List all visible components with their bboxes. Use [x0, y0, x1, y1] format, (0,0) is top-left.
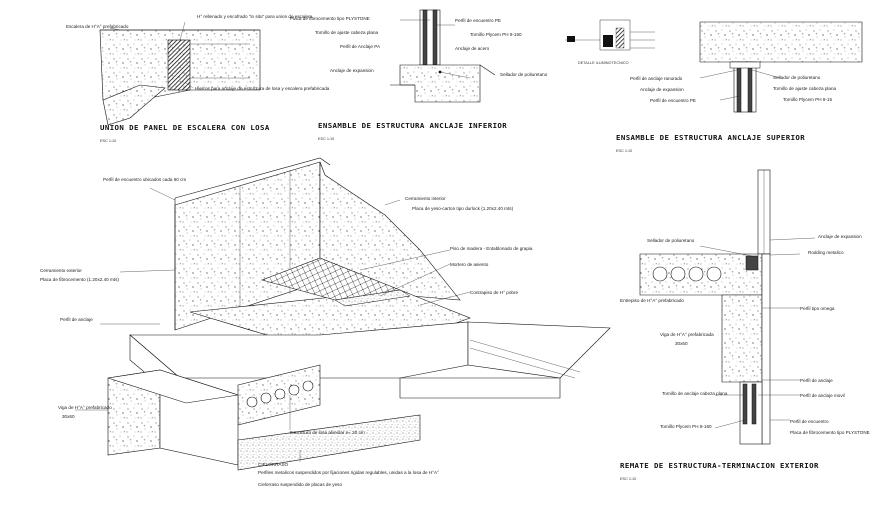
encounter-profile — [432, 9, 438, 66]
main-label-ext-panel: Placa de fibrocemento (1.20x2.40 mts) — [40, 277, 119, 282]
stair-label-2: H° rellenado y encofrado "in situ" para … — [197, 14, 313, 19]
main-label-beam: Viga de H°A° prefabricado — [58, 405, 112, 410]
lower-label-1: Placa de fibrocemento tipo PLYSTONE — [290, 16, 370, 21]
leader-line — [149, 187, 176, 201]
upper-label-6: Tornillo Plycem PH 8-15 — [783, 97, 832, 102]
lower-label-8: Sellador de poliuretano — [500, 72, 548, 77]
leader-line — [751, 69, 781, 79]
stair-slab-detail — [99, 21, 261, 126]
stair-detail-title: UNION DE PANEL DE ESCALERA CON LOSA — [100, 123, 270, 132]
axonometric-assembly — [75, 157, 611, 471]
omega-profile — [761, 253, 771, 445]
anchor-profile — [422, 9, 428, 66]
upper-label-2: Anclaje de expansion — [640, 87, 684, 92]
edge-label-beam: Viga de H°A° prefabricada — [660, 332, 714, 337]
edge-label-bolt: Tornillo de anclaje cabeza plana — [662, 391, 728, 396]
precast-beam-section — [721, 294, 763, 383]
suspended-ceiling — [237, 414, 421, 471]
edge-label-encounter: Perfil de encuentro — [790, 419, 829, 424]
upper-label-5: Tornillo de ajuste cabeza plana — [773, 86, 837, 91]
main-label-ext-wall: Cerramiento exterior — [40, 268, 82, 273]
lower-label-2: Tornillo de ajuste cabeza plana — [315, 30, 379, 35]
expansion-anchor — [745, 255, 759, 271]
leader-line — [379, 263, 451, 297]
beam-top — [107, 369, 239, 404]
floor-slab — [399, 64, 481, 103]
leader-line — [184, 81, 194, 89]
leader-line — [419, 291, 471, 306]
main-label-ceiling-profiles: Perfiles metalicos suspendidos por fijac… — [258, 470, 439, 475]
edge-detail-title: REMATE DE ESTRUCTURA-TERMINACION EXTERIO… — [620, 461, 819, 470]
main-label-anchor: Perfil de anclaje — [60, 317, 93, 322]
leader-line — [439, 71, 471, 79]
leader-line — [699, 245, 753, 257]
leader-line — [769, 237, 816, 241]
main-label-mortar: Mortero de asiento — [450, 262, 489, 267]
leader-line — [714, 419, 746, 429]
edge-label-sealant: Sellador de poliuretano — [647, 238, 695, 243]
edge-label-beam-size: 30x60 — [675, 341, 688, 346]
edge-label-screw: Tornillo Plycem PH 8-160 — [660, 424, 712, 429]
edge-label-mobile: Perfil de anclaje movil — [800, 393, 845, 398]
lower-label-6: Tornillo Plycem PH 8-160 — [470, 32, 522, 37]
stair-label-1: Escalera de H°A° prefabricado — [66, 24, 129, 29]
main-label-int-panel: Placa de yeso-carton tipo durlock (1.20x… — [412, 206, 514, 211]
lower-anchor-detail — [390, 9, 496, 103]
leader-line — [769, 253, 801, 256]
leader-line — [359, 249, 451, 271]
edge-label-anchor: Perfil de anclaje — [800, 378, 833, 383]
leader-line — [109, 27, 121, 31]
lower-detail-scale: ESC 1:10 — [318, 137, 334, 141]
hollow-core-voids — [246, 380, 314, 408]
edge-label-panel: Placa de fibrocemento tipo PLYSTONE — [790, 430, 870, 435]
upper-anchor-detail — [699, 21, 863, 113]
lighting-key-note: DETALLE ILUMINOTECNICO — [578, 61, 629, 65]
leader-line — [119, 269, 176, 273]
upper-label-3: Perfil de encuentro PE — [650, 98, 696, 103]
main-label-ceiling-title: CIELORRASO — [258, 462, 289, 467]
stair-panel-section — [102, 84, 166, 126]
upper-detail-scale: ESC 1:10 — [616, 149, 632, 153]
main-label-subfloor: Contrapiso de H° pobre — [470, 290, 519, 295]
slab-underside — [399, 377, 561, 399]
cast-in-place-infill — [167, 39, 191, 91]
main-label-encounter: Perfil de encuentro ubicados cada 60 cm — [103, 177, 186, 182]
upper-label-4: Sellador de poliuretano — [773, 75, 821, 80]
lower-label-7: Anclaje de acero — [455, 46, 490, 51]
lower-label-4: Anclaje de expansion — [330, 68, 374, 73]
floor-voids — [652, 266, 722, 282]
lower-detail-title: ENSAMBLE DE ESTRUCTURA ANCLAJE INFERIOR — [318, 121, 507, 130]
leader-line — [699, 69, 738, 79]
mortar-bed — [334, 289, 411, 307]
main-label-int-wall: Cerramiento interior — [405, 196, 446, 201]
edge-detail-scale: ESC 1:10 — [620, 477, 636, 481]
lower-label-3: Perfil de Anclaje PA — [340, 44, 381, 49]
main-label-wood-floor: Piso de madera - Entablonado de grapia — [450, 246, 533, 251]
lighting-key-detail — [565, 19, 655, 51]
leader-line — [384, 199, 401, 206]
leader-line — [179, 21, 186, 41]
stair-detail-scale: ESC 1:10 — [100, 139, 116, 143]
leader-line — [719, 95, 741, 101]
main-label-beam-size: 30x60 — [62, 414, 75, 419]
main-label-slab: Estructura de losa alveolar e= 20 cm — [290, 430, 365, 435]
main-label-ceiling-boards: Cielorraso suspendido de placas de yeso — [258, 482, 342, 487]
slab-continuation — [467, 321, 611, 379]
lower-label-5: Perfil de encuentro PE — [455, 18, 501, 23]
edge-label-rodding: Rodding metalico — [808, 250, 844, 255]
edge-label-omega: Perfil tipo omega — [800, 306, 835, 311]
stair-label-3: Hierros para anclaje de estructura de lo… — [195, 86, 330, 91]
upper-slab — [699, 21, 863, 63]
edge-label-expansion: Anclaje de expansion — [818, 234, 862, 239]
upper-detail-title: ENSAMBLE DE ESTRUCTURA ANCLAJE SUPERIOR — [616, 133, 805, 142]
edge-label-floor: Entrepiso de H°A° prefabricado — [620, 298, 684, 303]
edge-termination-detail — [639, 169, 816, 445]
upper-label-1: Perfil de anclaje ranurado — [630, 76, 683, 81]
